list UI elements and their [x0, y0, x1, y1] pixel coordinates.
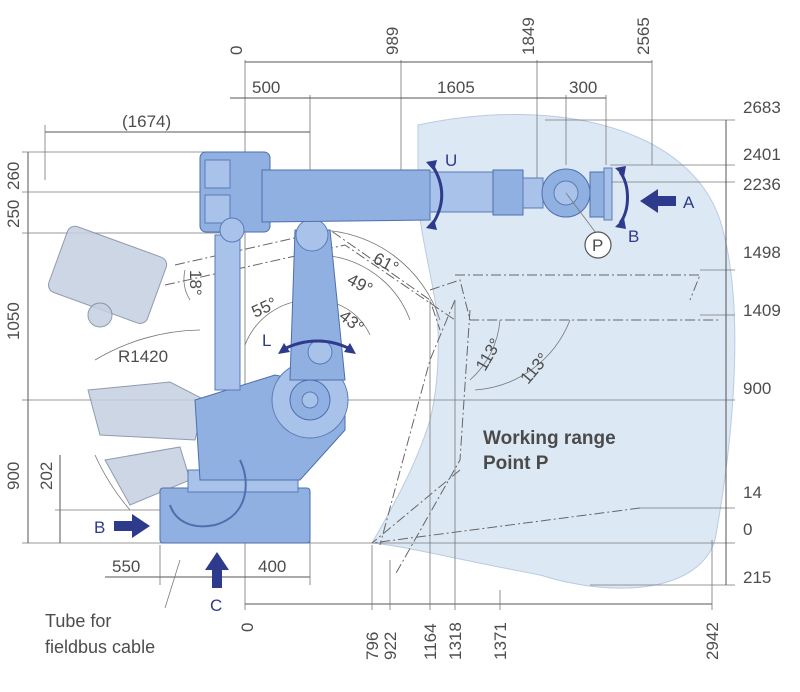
- axis-rotation-arrows: [278, 160, 629, 354]
- angle-49: 49°: [344, 270, 376, 299]
- segment-dim-300: 300: [569, 78, 597, 97]
- view-arrow-b: [114, 514, 150, 538]
- bottom-dimension-guides: [105, 300, 713, 610]
- view-label-a: A: [683, 193, 695, 212]
- axis-label-b: B: [628, 227, 639, 246]
- left-dimension-guides: [22, 151, 230, 543]
- top-dim-1849: 1849: [519, 17, 538, 55]
- top-dimension-guides: [44, 60, 653, 610]
- right-dim-0: 0: [743, 520, 752, 539]
- bottom-dim-2942: 2942: [703, 622, 722, 660]
- bottom-dim-1318: 1318: [446, 622, 465, 660]
- left-dim-900: 900: [4, 462, 23, 490]
- bottom-dim-1371: 1371: [491, 622, 510, 660]
- right-dim-1498: 1498: [743, 243, 781, 262]
- segment-dim-500: 500: [252, 78, 280, 97]
- axis-label-l: L: [262, 331, 271, 350]
- point-p-circle: [584, 231, 612, 259]
- top-dim-0: 0: [227, 46, 246, 55]
- ghost-lower-pose: [87, 381, 206, 506]
- top-dim-2565: 2565: [634, 17, 653, 55]
- bottom-dim-1164: 1164: [421, 623, 440, 660]
- view-label-c: C: [210, 596, 222, 615]
- axis-label-u: U: [445, 151, 457, 170]
- tube-note-line2: fieldbus cable: [45, 637, 155, 657]
- right-dim-14: 14: [743, 483, 762, 502]
- range-title-line1: Working range: [483, 428, 616, 449]
- left-dim-250: 250: [4, 200, 23, 228]
- right-dim-2401: 2401: [743, 145, 781, 164]
- bottom-dim-0: 0: [238, 623, 257, 632]
- base-dim-550: 550: [112, 557, 140, 576]
- left-dim-260: 260: [4, 162, 23, 190]
- right-dim-2236: 2236: [743, 175, 781, 194]
- right-dim-2683: 2683: [743, 98, 781, 117]
- segment-dim-1605: 1605: [437, 78, 475, 97]
- top-dim-989: 989: [383, 27, 402, 55]
- segment-dim-1674: (1674): [122, 112, 171, 131]
- left-dim-202: 202: [37, 462, 56, 490]
- tube-note-line1: Tube for: [45, 611, 111, 631]
- robot-body: [159, 151, 613, 544]
- right-dim-1409: 1409: [743, 301, 781, 320]
- view-arrow-c: [205, 552, 229, 588]
- angle-61: 61°: [370, 249, 402, 278]
- right-dim-900: 900: [743, 379, 771, 398]
- bottom-dim-796: 796: [363, 632, 382, 660]
- working-range-area: [371, 114, 736, 589]
- angle-55: 55°: [249, 294, 280, 322]
- right-dim-215: 215: [743, 568, 771, 587]
- base-dim-400: 400: [258, 557, 286, 576]
- radius-label: R1420: [118, 347, 168, 366]
- range-title-line2: Point P: [483, 453, 549, 474]
- point-p-label: P: [592, 236, 603, 255]
- view-label-b: B: [94, 518, 105, 537]
- angle-18: 18°: [186, 270, 205, 296]
- point-p-leader: [565, 192, 597, 234]
- tube-leader: [164, 559, 181, 609]
- bottom-dim-922: 922: [381, 632, 400, 660]
- ghost-upper-arm-pose: [47, 225, 168, 328]
- left-dim-1050: 1050: [4, 302, 23, 340]
- view-arrow-a: [640, 189, 676, 213]
